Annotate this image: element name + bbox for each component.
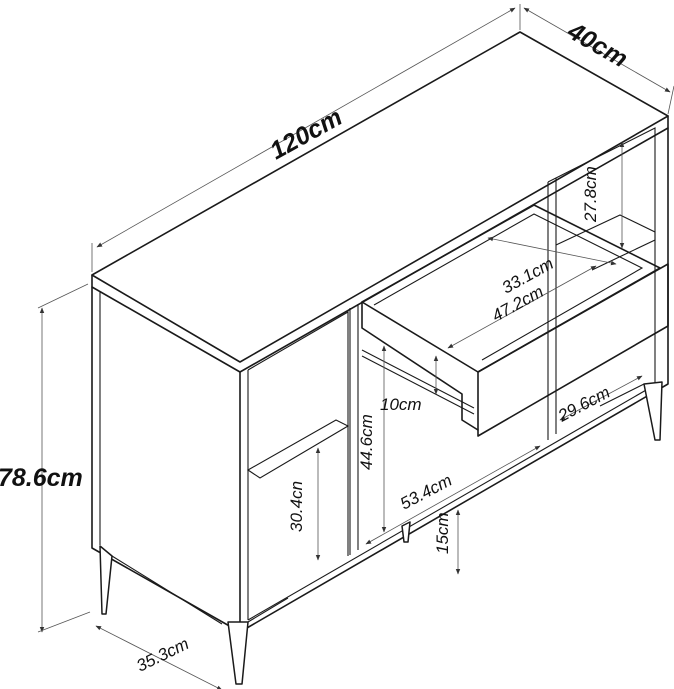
left-leg-frame (111, 555, 289, 625)
label-leg-depth: 35.3cm (133, 634, 191, 676)
drawer-runner (361, 349, 475, 415)
front-bottom-edge (239, 127, 669, 633)
dim-drawer-depth-line (487, 236, 617, 266)
leg-back-center (401, 521, 411, 543)
cabinet-body (91, 31, 669, 633)
front-bottom-inner (247, 381, 661, 621)
center-divider (349, 304, 359, 555)
label-leg-height: 15cm (433, 512, 452, 554)
dimension-lines (37, 4, 674, 689)
dimension-labels: 120cm 40cm 78.6cm 35.3cm 30.4cn 44.6cm 5… (0, 16, 632, 675)
leg-front-right (643, 381, 663, 441)
dim-drawer-width-line (447, 265, 597, 349)
label-depth: 40cm (562, 16, 632, 73)
label-right-upper: 27.8cm (581, 166, 600, 223)
dim-depth-ext (667, 85, 674, 115)
leg-front-left (227, 621, 249, 685)
dim-right-lower-line (559, 375, 643, 421)
left-compartment (247, 311, 349, 620)
cabinet-top-edge (91, 115, 669, 373)
label-width: 120cm (265, 103, 347, 165)
label-center-width: 53.4cm (397, 471, 455, 514)
dim-height-ext (37, 283, 91, 633)
dim-leg-depth-line (95, 625, 223, 689)
label-drawer-height: 10cm (380, 395, 422, 414)
left-side-panel (91, 286, 241, 633)
label-left-shelf: 30.4cn (287, 481, 306, 532)
dim-width-line (96, 7, 516, 248)
drawer-front (477, 263, 669, 437)
dim-depth-line (523, 7, 671, 93)
label-center-height: 44.6cm (357, 414, 376, 470)
drawer-side (361, 301, 479, 431)
dim-width-ext (91, 4, 521, 272)
left-compartment-shelf (246, 419, 350, 479)
leg-back-left (99, 545, 113, 615)
right-compartment-shelf (555, 214, 656, 271)
label-height: 78.6cm (0, 464, 83, 492)
dim-center-width-line (365, 445, 541, 545)
